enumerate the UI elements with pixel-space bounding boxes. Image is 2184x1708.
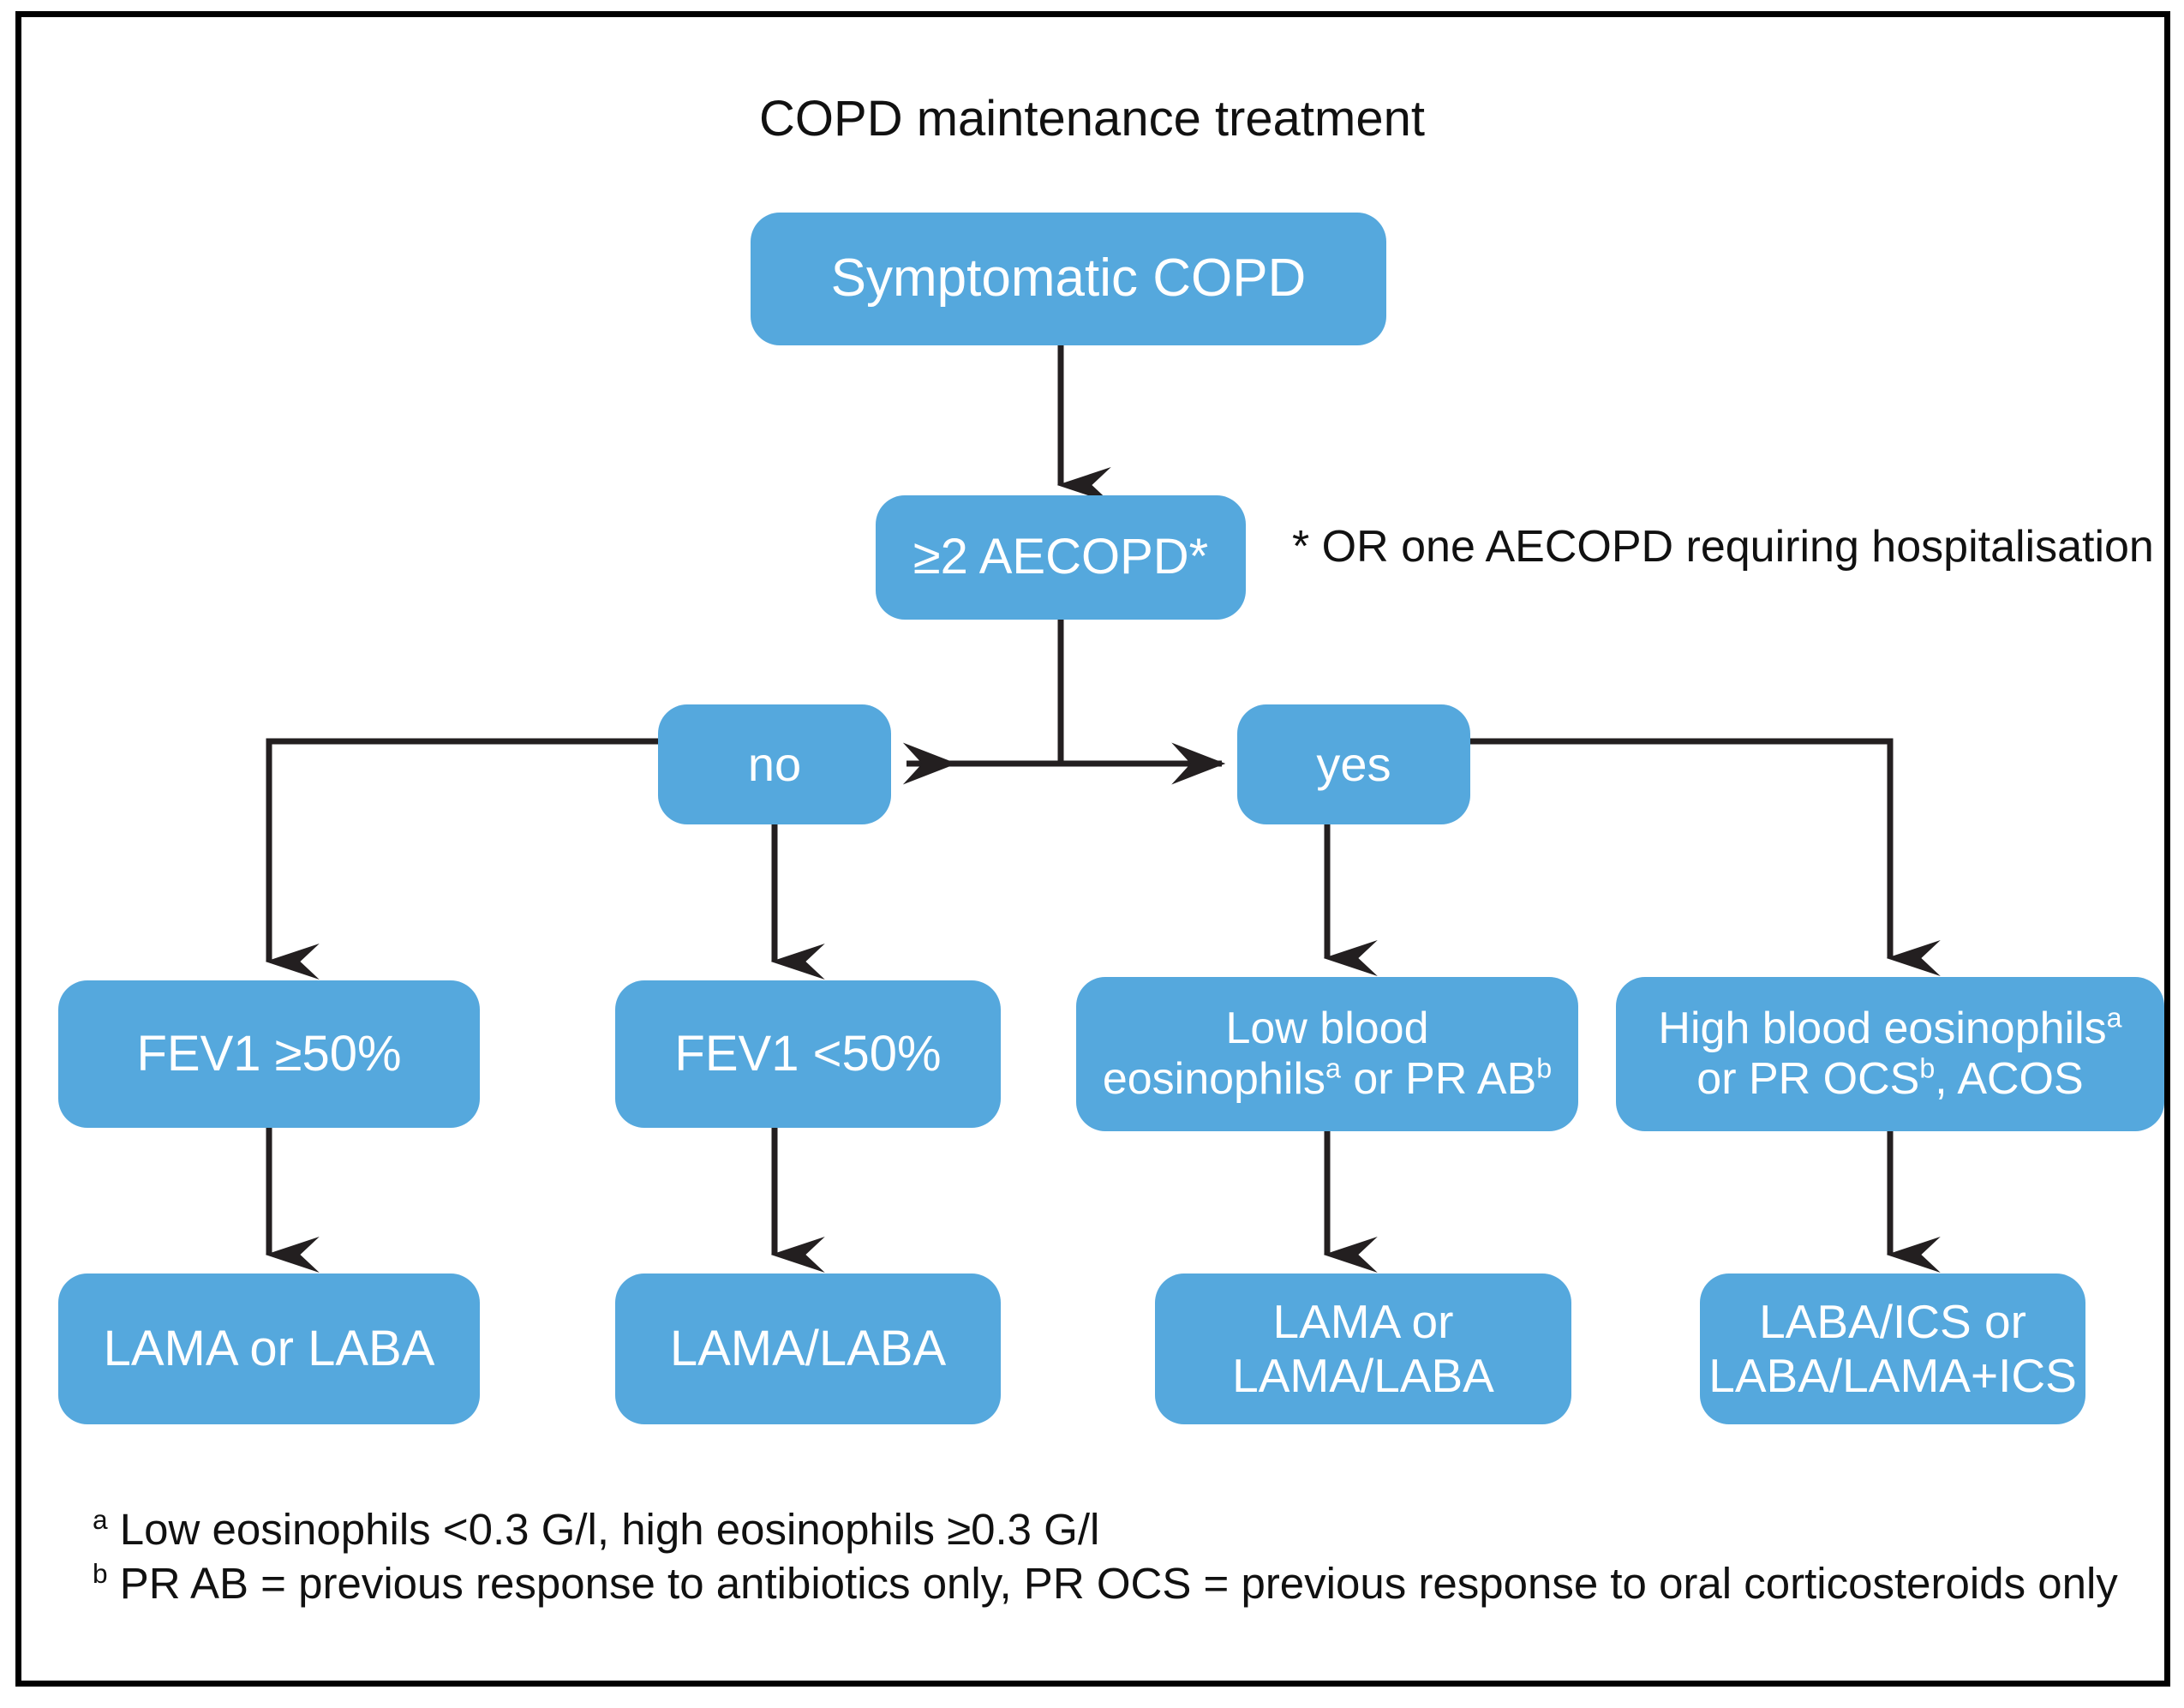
node-fev1-low[interactable]: FEV1 <50%: [615, 980, 1001, 1128]
footnote-b-marker: b: [93, 1558, 108, 1589]
low-eos-line2-pre: eosinophils: [1102, 1054, 1325, 1104]
node-low-blood-eosinophils[interactable]: Low blood eosinophilsa or PR ABb: [1076, 977, 1578, 1131]
high-eos-footnote-marker-b: b: [1919, 1052, 1936, 1084]
high-eos-footnote-marker-a: a: [2106, 1002, 2122, 1034]
node-branch-no-label: no: [747, 737, 802, 792]
connector-yes-to-high-eos: [1470, 738, 1941, 976]
labaics-line1: LABA/ICS or: [1759, 1295, 2026, 1349]
page-title: COPD maintenance treatment: [759, 91, 1425, 147]
footnote-b-text: PR AB = previous response to antibiotics…: [107, 1559, 2118, 1608]
footnote-a-marker: a: [93, 1504, 108, 1535]
node-lama-or-lama-laba[interactable]: LAMA or LAMA/LABA: [1155, 1274, 1571, 1424]
high-eos-line1-pre: High blood eosinophils: [1658, 1003, 2107, 1053]
node-symptomatic-copd-label: Symptomatic COPD: [830, 249, 1307, 309]
node-fev1-high[interactable]: FEV1 ≥50%: [58, 980, 480, 1128]
footnote-a-text: Low eosinophils <0.3 G/l, high eosinophi…: [107, 1505, 1100, 1554]
lama-or-line1: LAMA or: [1272, 1295, 1454, 1349]
node-laba-ics-or-laba-lama-ics[interactable]: LABA/ICS or LABA/LAMA+ICS: [1700, 1274, 2085, 1424]
node-branch-no[interactable]: no: [658, 704, 891, 824]
node-lama-slash-laba[interactable]: LAMA/LABA: [615, 1274, 1001, 1424]
node-high-blood-eosinophils-label: High blood eosinophilsa or PR OCSb, ACOS: [1649, 1004, 2130, 1106]
node-lama-or-laba[interactable]: LAMA or LABA: [58, 1274, 480, 1424]
node-fev1-low-label: FEV1 <50%: [674, 1025, 942, 1082]
low-eos-footnote-marker-b: b: [1536, 1052, 1553, 1084]
footnote-b: b PR AB = previous response to antibioti…: [93, 1558, 2118, 1609]
node-high-blood-eosinophils[interactable]: High blood eosinophilsa or PR OCSb, ACOS: [1616, 977, 2164, 1131]
node-aecopd-decision[interactable]: ≥2 AECOPD*: [876, 495, 1246, 620]
node-fev1-high-label: FEV1 ≥50%: [136, 1025, 402, 1082]
node-lama-or-laba-label: LAMA or LABA: [103, 1320, 435, 1376]
connector-no-to-fev1-high: [265, 738, 658, 980]
low-eos-line2-mid: or PR AB: [1340, 1054, 1537, 1104]
node-lama-slash-laba-label: LAMA/LABA: [669, 1320, 947, 1376]
node-lama-or-lama-laba-label: LAMA or LAMA/LABA: [1224, 1295, 1503, 1402]
note-asterisk: * OR one AECOPD requiring hospitalisatio…: [1292, 522, 2154, 572]
lama-or-line2: LAMA/LABA: [1232, 1349, 1494, 1402]
node-branch-yes-label: yes: [1316, 737, 1391, 792]
node-branch-yes[interactable]: yes: [1237, 704, 1470, 824]
high-eos-line2-post: , ACOS: [1935, 1054, 2084, 1104]
node-symptomatic-copd[interactable]: Symptomatic COPD: [751, 213, 1386, 345]
low-eos-line1: Low blood: [1225, 1003, 1429, 1053]
high-eos-line2-pre: or PR OCS: [1696, 1054, 1920, 1104]
low-eos-footnote-marker-a: a: [1325, 1052, 1341, 1084]
node-aecopd-decision-label: ≥2 AECOPD*: [912, 529, 1209, 585]
footnote-a: a Low eosinophils <0.3 G/l, high eosinop…: [93, 1504, 1099, 1555]
node-laba-ics-or-laba-lama-ics-label: LABA/ICS or LABA/LAMA+ICS: [1700, 1295, 2085, 1402]
labaics-line2: LABA/LAMA+ICS: [1708, 1349, 2077, 1402]
node-low-blood-eosinophils-label: Low blood eosinophilsa or PR ABb: [1094, 1004, 1560, 1106]
